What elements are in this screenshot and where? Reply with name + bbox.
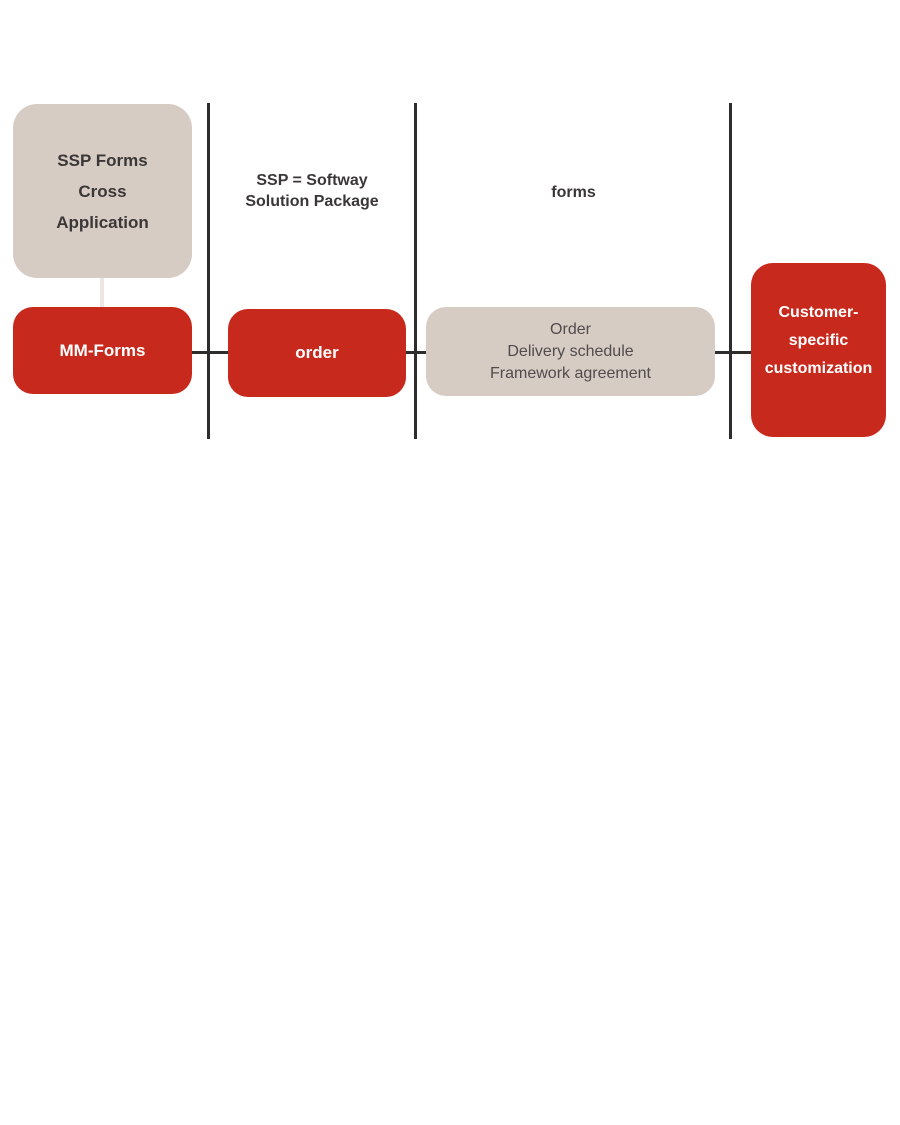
label-ssp-definition: SSP = Softway Solution Package [207,170,417,212]
label-text-line: forms [551,184,596,201]
node-text-line: Cross [78,181,127,201]
node-form-types: Order Delivery schedule Framework agreem… [426,307,715,396]
node-customer-specific-customization: Customer- specific customization [751,263,886,437]
connector-mm-forms-to-order [191,351,229,354]
node-text-line: SSP Forms [57,150,148,170]
node-mm-forms: MM-Forms [13,307,192,394]
label-text-line: SSP = Softway [256,172,368,189]
lane-divider-2 [414,103,417,439]
lane-divider-3 [729,103,732,439]
node-text-line: Delivery schedule [507,342,634,360]
label-forms: forms [415,182,732,203]
connector-form-types-to-customization [714,351,752,354]
lane-divider-1 [207,103,210,439]
node-order: order [228,309,406,397]
node-text-line: Application [56,212,149,232]
node-ssp-forms-cross-application: SSP Forms Cross Application [13,104,192,278]
connector-ssp-to-mm-forms [100,278,104,308]
node-text-line: customization [764,360,873,377]
label-text-line: Solution Package [245,193,379,210]
node-text-line: MM-Forms [59,340,146,360]
connector-order-to-form-types [405,351,427,354]
node-text-line: order [295,343,339,362]
node-text-line: specific [788,332,849,349]
node-text-line: Order [550,320,591,338]
node-text-line: Framework agreement [490,364,651,382]
node-text-line: Customer- [778,304,859,321]
